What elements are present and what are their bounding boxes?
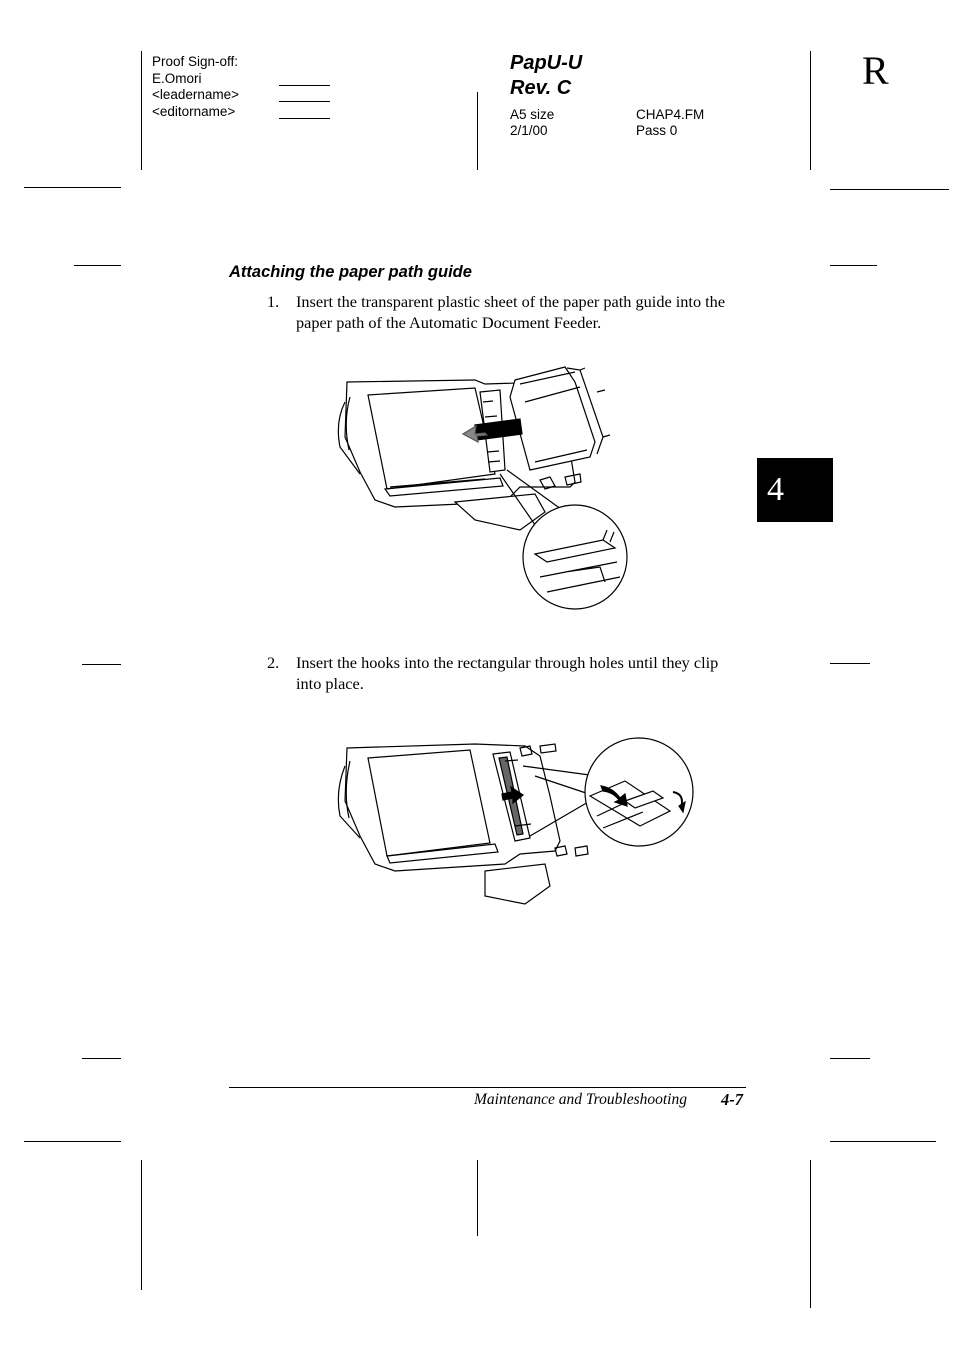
- crop-mark: [830, 189, 949, 190]
- step-text: Insert the hooks into the rectangular th…: [296, 653, 719, 693]
- step-number: 1.: [267, 292, 280, 311]
- section-heading: Attaching the paper path guide: [229, 263, 472, 281]
- proof-label: Proof Sign-off:: [152, 54, 239, 69]
- feeder-illustration-2: [337, 737, 694, 905]
- meta-file: CHAP4.FM: [636, 107, 705, 122]
- revision-mark: R: [862, 48, 889, 93]
- page-number: 4-7: [721, 1090, 743, 1109]
- title-line-1: PapU-U: [510, 52, 583, 74]
- meta-size: A5 size: [510, 107, 555, 122]
- meta-pass: Pass 0: [636, 123, 678, 138]
- crop-mark: [477, 1160, 478, 1236]
- proof-author: E.Omori: [152, 70, 202, 86]
- signature-line: [279, 85, 330, 86]
- proof-signoff: Proof Sign-off: E.Omori <leadername> <ed…: [152, 54, 239, 120]
- crop-mark: [477, 92, 478, 170]
- crop-mark: [830, 265, 877, 266]
- chapter-tab: 4: [757, 458, 833, 522]
- title-line-2: Rev. C: [510, 77, 572, 99]
- crop-mark: [830, 663, 870, 664]
- signature-line: [279, 118, 330, 119]
- step-text: Insert the transparent plastic sheet of …: [296, 292, 726, 332]
- signature-line: [279, 101, 330, 102]
- footer-chapter-title: Maintenance and Troubleshooting: [474, 1091, 687, 1108]
- proof-leader: <leadername>: [152, 87, 240, 102]
- proof-editor: <editorname>: [152, 103, 236, 119]
- feeder-illustration-1: [337, 366, 628, 610]
- crop-mark: [141, 51, 142, 170]
- crop-mark: [810, 51, 811, 170]
- footer-rule: [229, 1087, 746, 1088]
- crop-mark: [82, 664, 121, 665]
- crop-mark: [24, 1141, 121, 1142]
- crop-mark: [74, 265, 121, 266]
- crop-mark: [24, 187, 121, 188]
- step-number: 2.: [267, 653, 280, 672]
- crop-mark: [810, 1160, 811, 1308]
- document-title: PapU-U Rev. C: [510, 51, 582, 101]
- crop-mark: [82, 1058, 121, 1059]
- crop-mark: [141, 1160, 142, 1290]
- meta-date: 2/1/00: [510, 123, 548, 138]
- crop-mark: [830, 1141, 936, 1142]
- crop-mark: [830, 1058, 870, 1059]
